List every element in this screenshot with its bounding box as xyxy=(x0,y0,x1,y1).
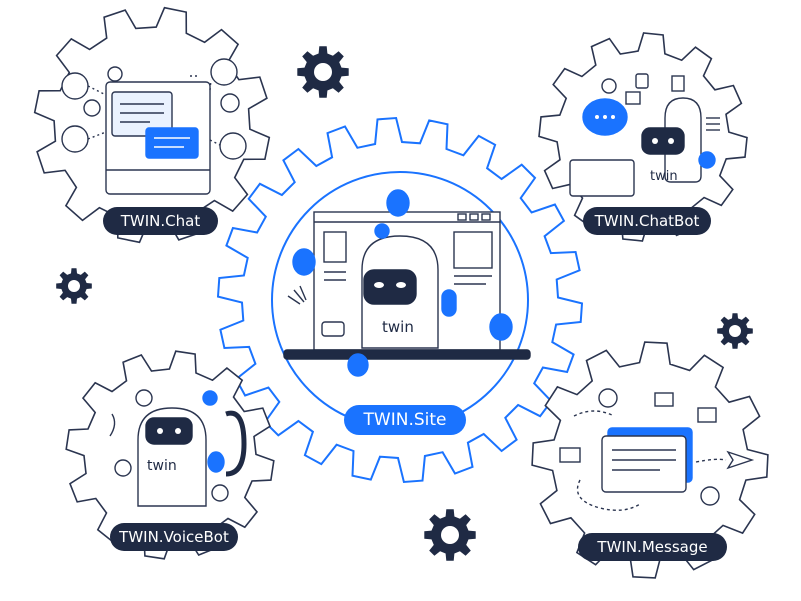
message-illustration xyxy=(559,388,755,511)
cog-icon xyxy=(424,509,476,561)
site-illustration xyxy=(283,189,531,377)
site-gear-outline xyxy=(216,116,584,484)
cog-icon xyxy=(297,46,349,98)
chat-illustration xyxy=(61,58,247,195)
voicebot-illustration xyxy=(109,389,247,507)
product-label-site[interactable]: TWIN.Site xyxy=(344,405,466,435)
product-label-voicebot[interactable]: TWIN.VoiceBot xyxy=(110,523,238,551)
product-label-chatbot[interactable]: TWIN.ChatBot xyxy=(583,207,711,235)
chatbot-robot-text: twin xyxy=(650,169,678,184)
chatbot-illustration xyxy=(569,73,720,197)
voicebot-robot-text: twin xyxy=(147,458,177,474)
product-label-message[interactable]: TWIN.Message xyxy=(578,533,727,561)
cog-icon xyxy=(56,268,92,304)
product-label-chat[interactable]: TWIN.Chat xyxy=(103,207,218,235)
cog-icon xyxy=(717,313,753,349)
site-robot-text: twin xyxy=(382,318,414,336)
